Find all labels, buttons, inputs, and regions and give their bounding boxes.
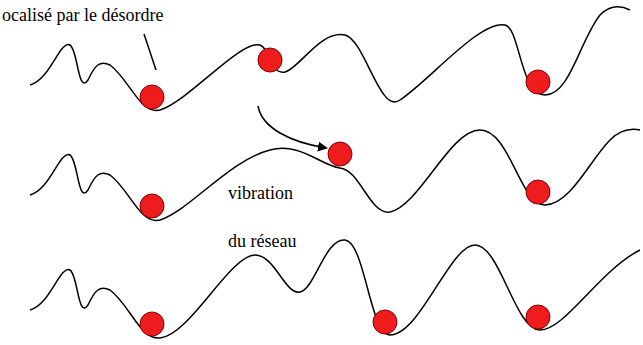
hop-arrow <box>258 106 326 148</box>
electron <box>526 180 550 204</box>
electron <box>526 305 550 329</box>
electron <box>373 310 397 334</box>
annotation-label: vibration <box>228 184 293 204</box>
electron <box>258 48 282 72</box>
leader-line <box>144 34 156 70</box>
annotation-label: ocalisé par le désordre <box>2 6 163 26</box>
electron <box>328 142 352 166</box>
annotation-label: du réseau <box>228 232 296 252</box>
potential-curve <box>30 240 640 338</box>
electron <box>140 194 164 218</box>
electron <box>526 70 550 94</box>
potential-curve <box>30 129 640 220</box>
electron <box>140 85 164 109</box>
electron <box>140 312 164 336</box>
